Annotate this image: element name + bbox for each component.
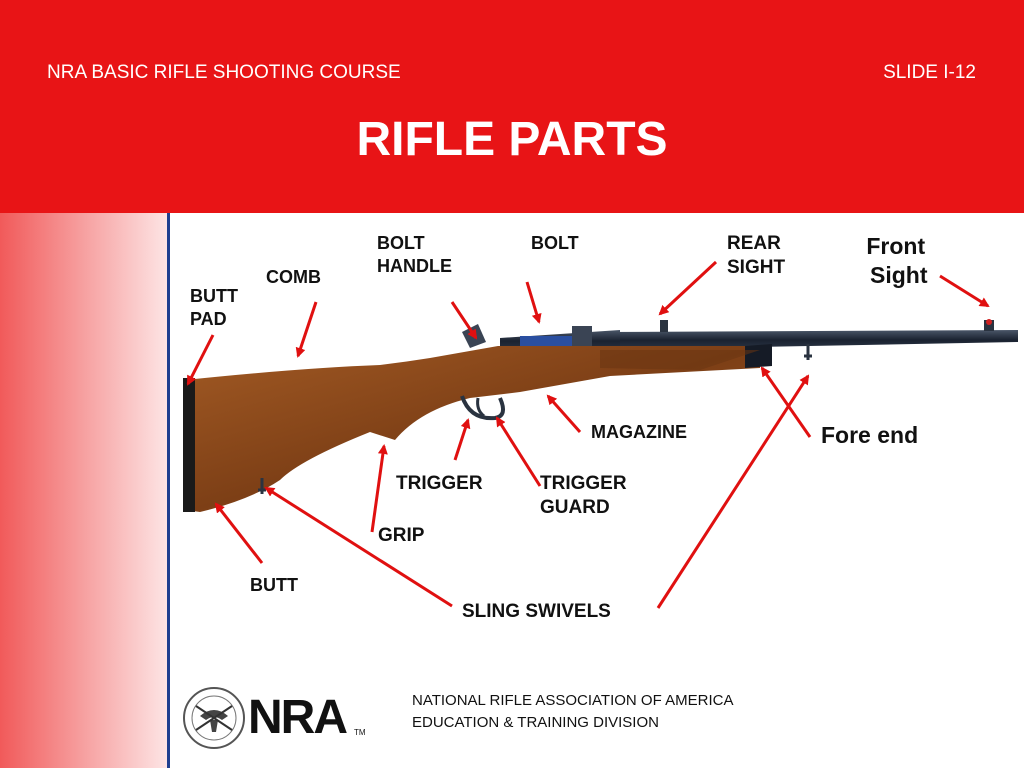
label-front-sight-line1: Front (866, 233, 926, 259)
trigger-part (476, 397, 485, 418)
arrow-bolt (525, 281, 542, 324)
label-butt: BUTT (250, 575, 298, 595)
label-bolt: BOLT (531, 233, 579, 253)
nra-seal-icon (183, 687, 245, 749)
label-grip: GRIP (378, 525, 425, 546)
arrow-front-sight (939, 274, 990, 308)
organization-info: NATIONAL RIFLE ASSOCIATION OF AMERICA ED… (412, 690, 733, 734)
arrow-magazine (546, 394, 582, 433)
sidebar-gradient (0, 213, 170, 768)
label-bolt-handle: BOLT HANDLE (377, 232, 452, 277)
org-line-1: NATIONAL RIFLE ASSOCIATION OF AMERICA (412, 692, 734, 709)
label-rear-sight-line2: SIGHT (727, 256, 786, 278)
arrow-rear-sight (658, 260, 718, 316)
label-rear-sight-line1: REAR (727, 233, 781, 254)
arrow-comb (295, 301, 318, 358)
slide-number: SLIDE I-12 (883, 62, 976, 83)
arrow-trigger (453, 418, 471, 461)
label-front-sight: Front Sight (864, 232, 928, 290)
label-trigger-guard-line2: GUARD (540, 496, 610, 518)
label-sling-swivels: SLING SWIVELS (462, 601, 611, 622)
arrow-fore-end (760, 366, 812, 438)
arrow-trigger-guard (495, 416, 542, 487)
label-magazine: MAGAZINE (591, 422, 687, 442)
arrow-sling-rear (264, 486, 453, 608)
label-trigger-guard: TRIGGER GUARD (540, 472, 627, 520)
label-butt-pad-line2: PAD (190, 308, 227, 329)
page-title: RIFLE PARTS (356, 113, 668, 166)
trademark-mark: TM (354, 728, 366, 737)
rear-sight-part (660, 320, 668, 332)
course-name: NRA BASIC RIFLE SHOOTING COURSE (47, 62, 401, 83)
trigger-guard-part (460, 395, 506, 421)
label-bolt-handle-line2: HANDLE (377, 255, 452, 276)
label-comb: COMB (266, 267, 321, 287)
stock (185, 346, 760, 512)
arrow-grip (370, 444, 388, 533)
fore-end-tip (745, 344, 772, 368)
pointer-arrows (186, 260, 990, 609)
arrow-sling-front (656, 374, 810, 609)
label-butt-pad-line1: BUTT (190, 286, 238, 306)
arrow-butt (214, 502, 264, 564)
org-line-2: EDUCATION & TRAINING DIVISION (412, 713, 659, 731)
label-butt-pad: BUTT PAD (190, 285, 238, 330)
nra-logo: NRA (248, 691, 348, 744)
label-rear-sight: REAR SIGHT (727, 232, 785, 280)
front-swivel (804, 344, 812, 360)
arrow-butt-pad (186, 334, 215, 386)
label-front-sight-line2: Sight (870, 261, 928, 288)
bolt-body (520, 336, 580, 348)
front-sight-blade (984, 320, 994, 331)
label-trigger-guard-line1: TRIGGER (540, 473, 627, 494)
label-trigger: TRIGGER (396, 473, 483, 494)
label-bolt-handle-line1: BOLT (377, 233, 425, 253)
arrow-bolt-handle (450, 301, 478, 340)
barrel (600, 330, 1018, 350)
label-fore-end: Fore end (821, 422, 919, 448)
butt-pad-part (183, 378, 195, 512)
title-banner: NRA BASIC RIFLE SHOOTING COURSE SLIDE I-… (0, 0, 1024, 213)
